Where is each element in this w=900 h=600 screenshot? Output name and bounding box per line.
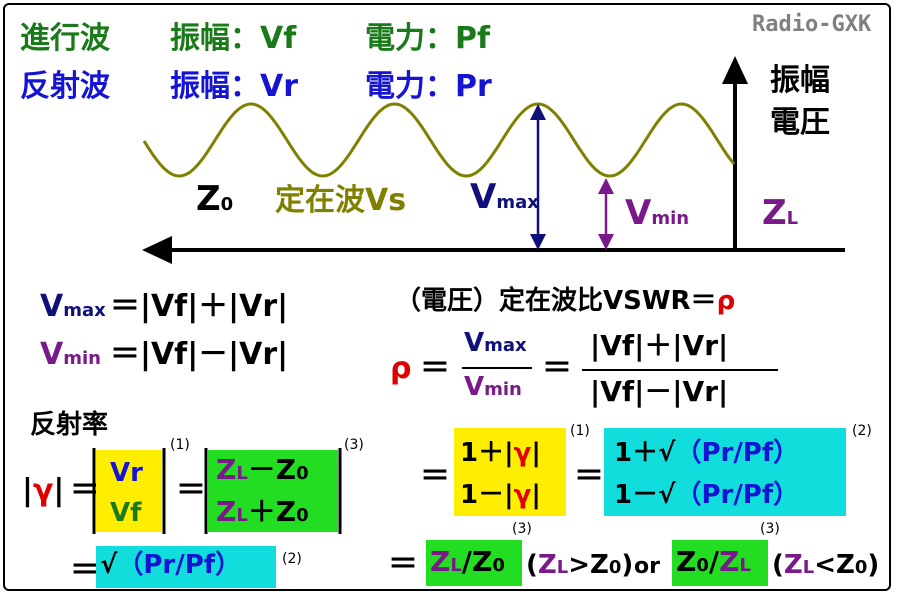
vmin-arrowhead-bottom bbox=[598, 234, 614, 250]
cyan-box-sqrt bbox=[96, 546, 276, 588]
vmin-label: Vmin bbox=[625, 193, 690, 233]
ref-2-b: (2) bbox=[852, 423, 872, 439]
eq-4: ＝ bbox=[574, 459, 604, 494]
reflection-title: 反射率 bbox=[30, 410, 109, 440]
zl-over-z0: ZL/Z0 bbox=[430, 545, 505, 578]
vmin-arrowhead-top bbox=[598, 178, 614, 194]
rho-denominator: |Vf|－|Vr| bbox=[590, 375, 729, 408]
eq-3: ＝ bbox=[420, 459, 450, 494]
reflected-amplitude: 振幅：Vr bbox=[170, 69, 299, 104]
standing-wave-curve bbox=[142, 102, 736, 178]
yellow-box-vr-vf bbox=[96, 450, 162, 532]
vertical-axis-arrowhead bbox=[722, 56, 748, 84]
vmax-formula-lhs: Vmax bbox=[40, 289, 106, 324]
abs-gamma: |γ| bbox=[22, 473, 65, 508]
ref-3-b: (3) bbox=[512, 521, 532, 537]
zl-minus-z0: ZL－Z0 bbox=[216, 453, 309, 486]
green-box-z0-zl bbox=[672, 540, 768, 586]
z0-label: Z0 bbox=[196, 179, 234, 219]
one-plus-sqrt: 1＋√（Pr/Pf） bbox=[614, 438, 800, 468]
green-box-impedance bbox=[208, 450, 338, 532]
rho-symbol: ρ bbox=[390, 351, 412, 386]
ref-3-a: (3) bbox=[344, 437, 364, 453]
vf-denominator: Vf bbox=[110, 498, 142, 528]
diagram-frame bbox=[3, 3, 891, 591]
eq-5: ＝ bbox=[388, 547, 418, 582]
one-plus-gamma: 1＋|γ| bbox=[460, 438, 541, 468]
one-minus-sqrt: 1－√（Pr/Pf） bbox=[614, 480, 800, 510]
standing-wave-label: 定在波Vs bbox=[275, 183, 407, 218]
reflected-power: 電力：Pr bbox=[365, 69, 492, 104]
rho-numerator: |Vf|＋|Vr| bbox=[590, 329, 729, 362]
zl-plus-z0: ZL＋Z0 bbox=[216, 495, 309, 528]
eq-1: ＝ bbox=[420, 351, 450, 386]
forward-power: 電力：Pf bbox=[365, 21, 491, 56]
vmax-formula-rhs: ＝|Vf|＋|Vr| bbox=[110, 289, 289, 324]
ref-2-a: (2) bbox=[282, 551, 302, 567]
yellow-box-gamma-ratio bbox=[454, 428, 566, 516]
vswr-title: （電圧）定在波比VSWR＝ρ bbox=[395, 286, 736, 316]
reflected-wave-label: 反射波 bbox=[20, 69, 110, 104]
vmin-formula-lhs: Vmin bbox=[40, 337, 101, 372]
forward-wave-label: 進行波 bbox=[20, 21, 110, 56]
vmin-formula-rhs: ＝|Vf|－|Vr| bbox=[110, 337, 289, 372]
axis-label-amplitude: 振幅 bbox=[770, 63, 830, 98]
brand-label: Radio-GXK bbox=[752, 12, 872, 37]
rho-vmax: Vmax bbox=[464, 328, 527, 358]
vmax-label: Vmax bbox=[470, 177, 539, 217]
axis-label-voltage: 電圧 bbox=[770, 105, 830, 140]
line-arrowhead bbox=[142, 236, 172, 264]
or-label: or bbox=[634, 554, 660, 579]
cyan-box-sqrt-ratio bbox=[604, 428, 846, 516]
zl-label: ZL bbox=[762, 193, 799, 233]
vmax-arrowhead-top bbox=[530, 104, 546, 120]
one-minus-gamma: 1－|γ| bbox=[460, 480, 541, 510]
eq-2: ＝ bbox=[542, 351, 572, 386]
ref-3-c: (3) bbox=[760, 521, 780, 537]
eq-gamma-2: ＝ bbox=[176, 473, 206, 508]
vr-numerator: Vr bbox=[110, 458, 143, 488]
vmax-arrowhead-bottom bbox=[530, 234, 546, 250]
cond-zl-lt-z0: (ZL<Z0) bbox=[772, 550, 880, 580]
cond-zl-gt-z0: (ZL>Z0) bbox=[526, 550, 634, 580]
ref-1-a: (1) bbox=[170, 437, 190, 453]
eq-gamma-3: ＝ bbox=[70, 553, 100, 588]
green-box-zl-z0 bbox=[426, 540, 522, 586]
sqrt-pr-pf-a: √（Pr/Pf） bbox=[100, 550, 242, 580]
rho-vmin: Vmin bbox=[464, 372, 522, 402]
z0-over-zl: Z0/ZL bbox=[676, 545, 751, 578]
forward-amplitude: 振幅：Vf bbox=[170, 21, 297, 56]
ref-1-b: (1) bbox=[570, 423, 590, 439]
eq-gamma-1: ＝ bbox=[70, 473, 100, 508]
